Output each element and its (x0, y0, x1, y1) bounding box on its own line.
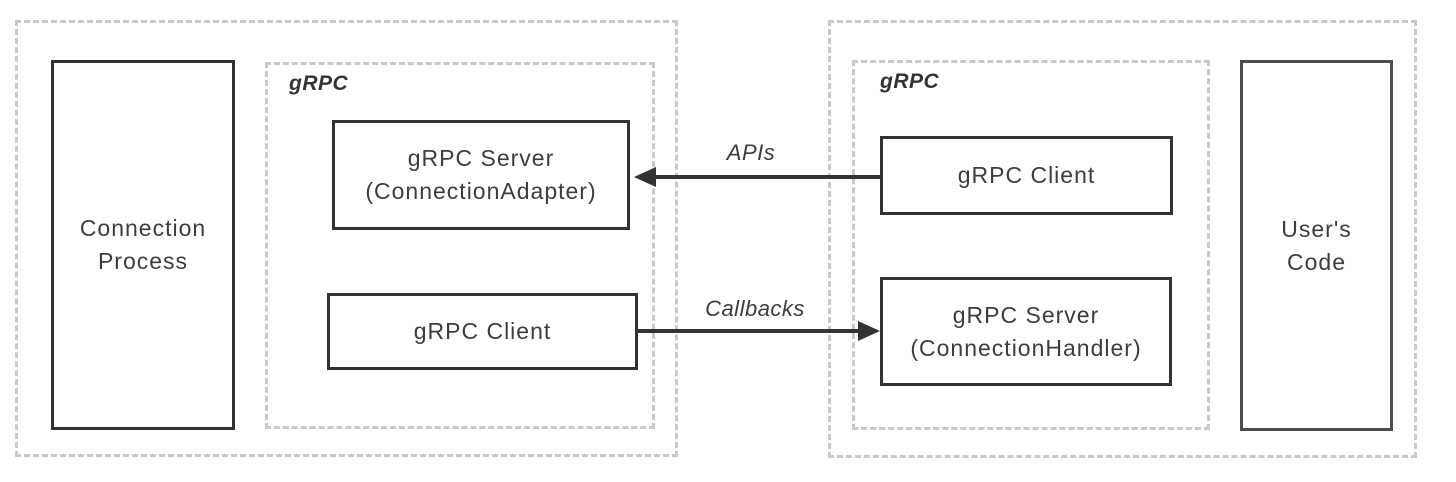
connection-process-label: Connection Process (79, 215, 207, 274)
callbacks-arrow-label: Callbacks (705, 296, 805, 321)
grpc-server-connection-handler-box: gRPC Server (ConnectionHandler) (880, 277, 1172, 386)
right-grpc-dashed-container (852, 60, 1210, 430)
apis-arrowhead-icon (634, 167, 656, 187)
right-grpc-label: gRPC (880, 70, 940, 93)
grpc-server-connection-handler-label: gRPC Server (ConnectionHandler) (910, 301, 1142, 361)
callbacks-arrowhead-icon (858, 321, 880, 341)
users-code-label: User's Code (1281, 215, 1352, 275)
users-code-box: User's Code (1240, 60, 1393, 431)
right-grpc-client-box: gRPC Client (880, 136, 1173, 215)
grpc-server-connection-adapter-box: gRPC Server (ConnectionAdapter) (332, 120, 630, 230)
right-grpc-client-label: gRPC Client (957, 162, 1096, 189)
left-grpc-label: gRPC (289, 72, 349, 95)
apis-arrow-line (652, 175, 880, 179)
left-grpc-dashed-container (265, 62, 655, 429)
connection-process-box: Connection Process (51, 60, 235, 430)
connection-process-dashed-container (15, 20, 678, 457)
apis-arrow-label: APIs (726, 140, 776, 165)
callbacks-arrow-line (638, 329, 860, 333)
left-grpc-client-label: gRPC Client (413, 318, 552, 345)
left-grpc-client-box: gRPC Client (327, 293, 638, 370)
users-code-dashed-container (828, 20, 1417, 458)
grpc-server-connection-adapter-label: gRPC Server (ConnectionAdapter) (365, 145, 597, 204)
